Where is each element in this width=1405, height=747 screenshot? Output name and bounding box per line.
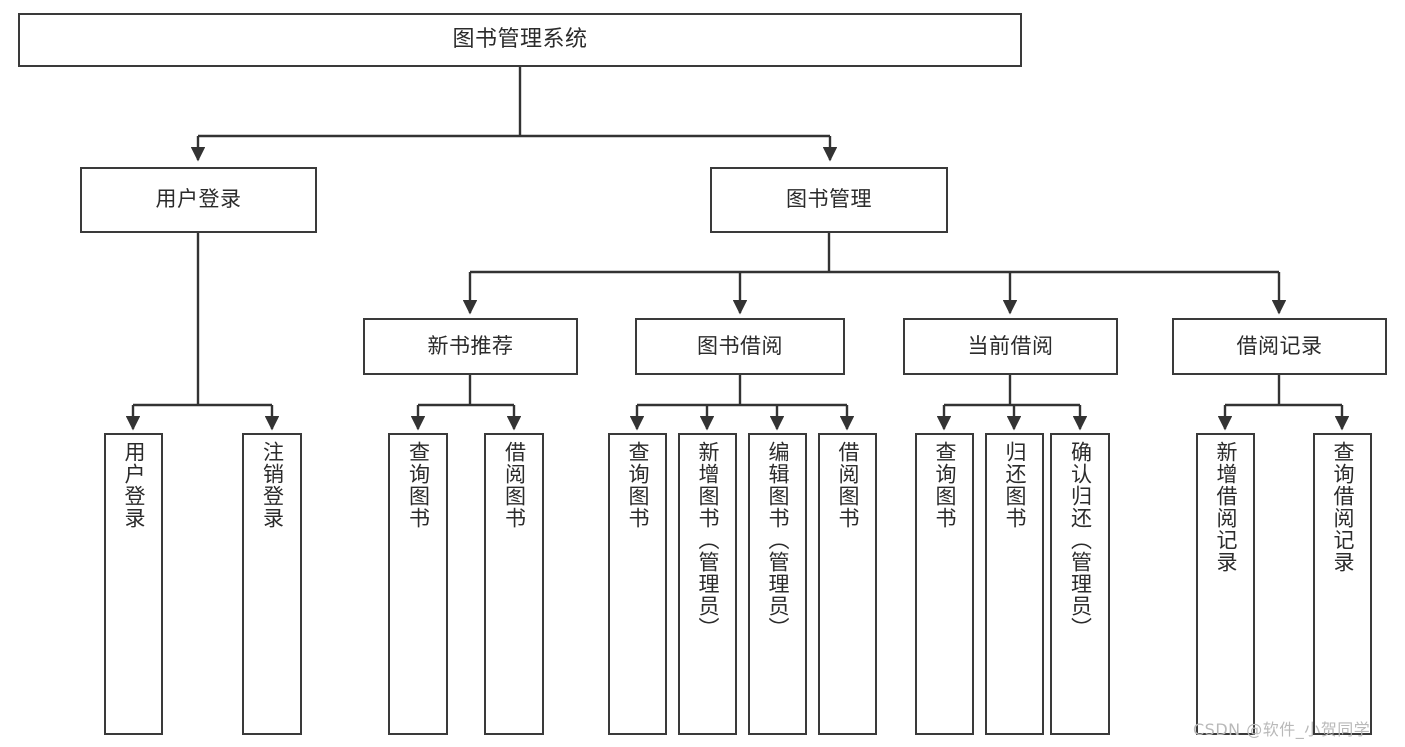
node-leaf-borrow-book-2[interactable]: 借阅图书 [818, 433, 877, 735]
node-leaf-confirm-return[interactable]: 确认归还（管理员） [1050, 433, 1110, 735]
csdn-watermark: CSDN @软件_小贺同学 [1193, 720, 1371, 739]
node-label: 借阅图书 [835, 441, 860, 529]
node-label: 借阅图书 [502, 441, 527, 529]
node-label: 图书借阅 [697, 333, 783, 358]
node-label: 用户登录 [155, 187, 242, 212]
node-leaf-query-book-3[interactable]: 查询图书 [915, 433, 974, 735]
node-label: 查询借阅记录 [1330, 441, 1355, 573]
node-leaf-edit-book[interactable]: 编辑图书（管理员） [748, 433, 807, 735]
node-book-management[interactable]: 图书管理 [710, 167, 948, 233]
node-label: 新增图书（管理员） [695, 441, 720, 639]
node-label: 查询图书 [932, 441, 957, 529]
node-leaf-add-record[interactable]: 新增借阅记录 [1196, 433, 1255, 735]
node-leaf-user-login[interactable]: 用户登录 [104, 433, 163, 735]
node-user-login[interactable]: 用户登录 [80, 167, 317, 233]
node-root-book-management-system[interactable]: 图书管理系统 [18, 13, 1022, 67]
node-leaf-logout[interactable]: 注销登录 [242, 433, 302, 735]
node-label: 用户登录 [121, 441, 146, 529]
node-label: 新书推荐 [427, 333, 514, 358]
node-label: 查询图书 [406, 441, 431, 529]
node-label: 借阅记录 [1236, 333, 1323, 358]
node-label: 编辑图书（管理员） [765, 441, 790, 639]
node-label: 图书管理 [786, 187, 872, 212]
node-label: 查询图书 [625, 441, 650, 529]
node-book-borrow[interactable]: 图书借阅 [635, 318, 845, 375]
node-leaf-query-book-2[interactable]: 查询图书 [608, 433, 667, 735]
node-label: 图书管理系统 [452, 26, 588, 52]
node-label: 当前借阅 [967, 333, 1054, 358]
node-leaf-borrow-book-1[interactable]: 借阅图书 [484, 433, 544, 735]
node-label: 确认归还（管理员） [1068, 441, 1093, 639]
node-current-borrow[interactable]: 当前借阅 [903, 318, 1118, 375]
node-leaf-add-book[interactable]: 新增图书（管理员） [678, 433, 737, 735]
node-borrow-record[interactable]: 借阅记录 [1172, 318, 1387, 375]
node-label: 归还图书 [1002, 441, 1027, 529]
node-leaf-query-record[interactable]: 查询借阅记录 [1313, 433, 1372, 735]
node-leaf-return-book[interactable]: 归还图书 [985, 433, 1044, 735]
node-new-book-recommend[interactable]: 新书推荐 [363, 318, 578, 375]
node-label: 新增借阅记录 [1213, 441, 1238, 573]
node-leaf-query-book-1[interactable]: 查询图书 [388, 433, 448, 735]
node-label: 注销登录 [260, 441, 285, 529]
